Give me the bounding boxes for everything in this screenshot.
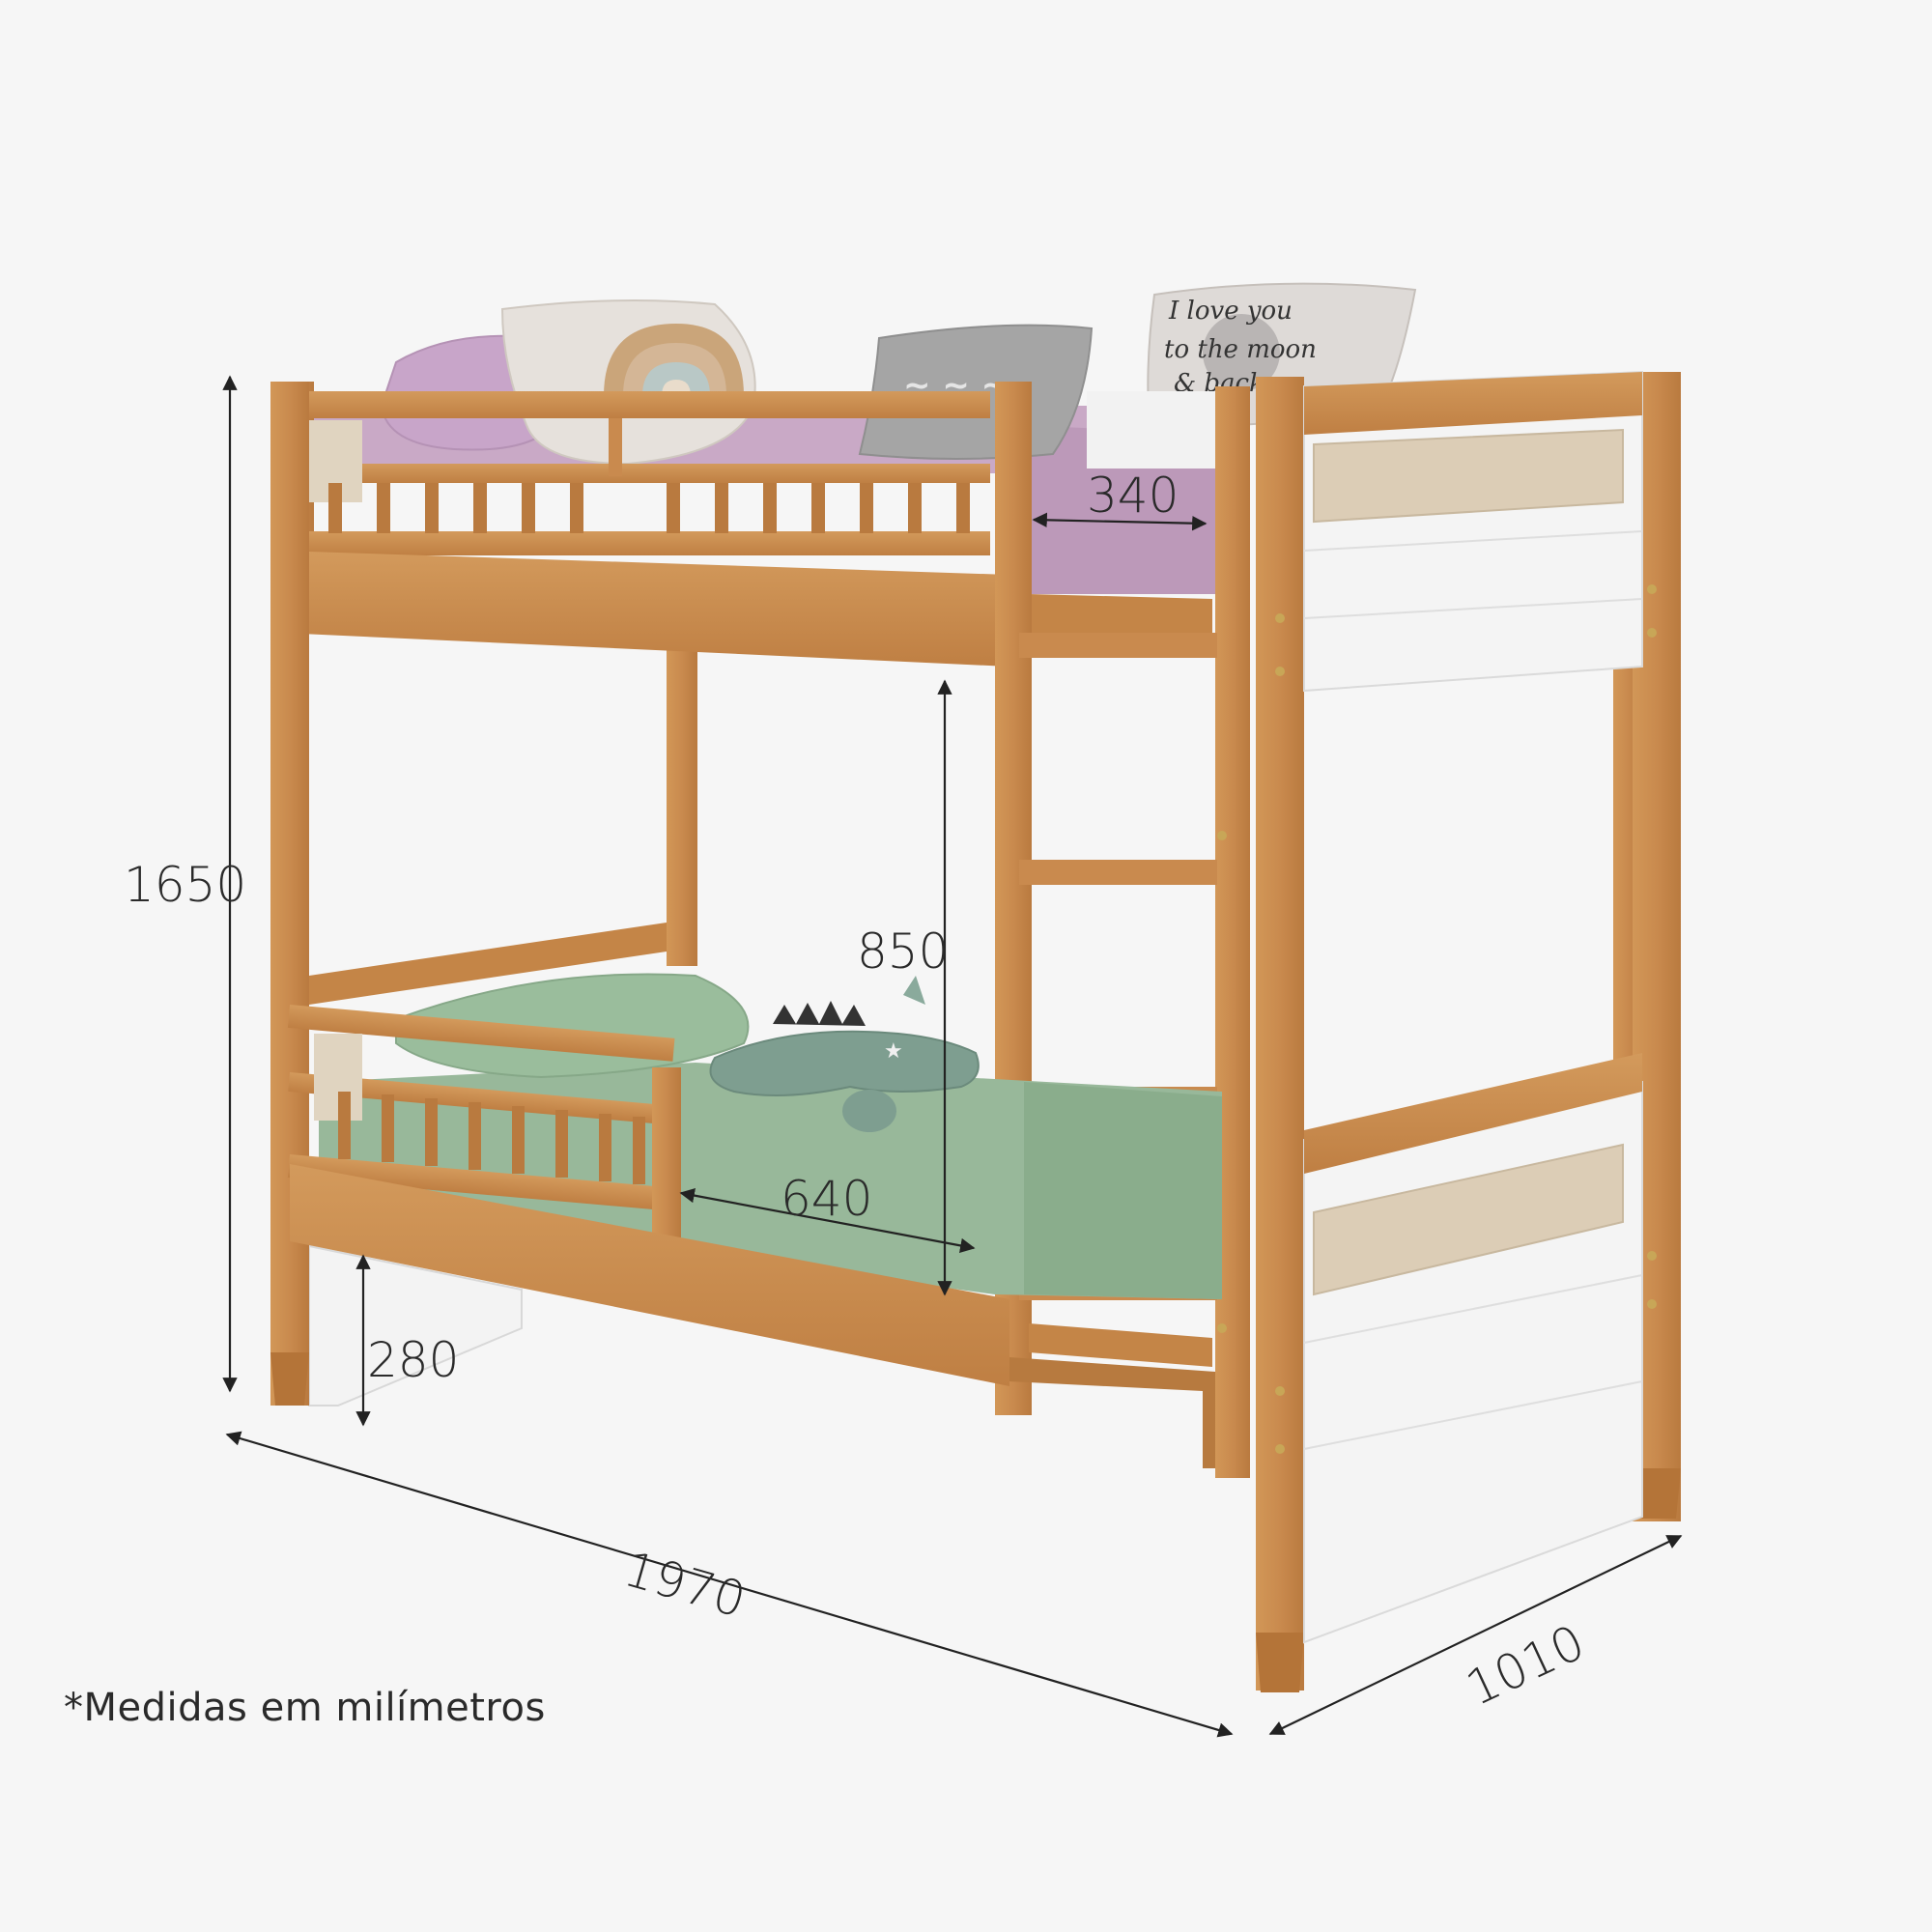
upper-side-beam xyxy=(280,551,1009,667)
width-label: 1010 xyxy=(1458,1614,1593,1717)
upper-linen-panel xyxy=(1313,428,1624,524)
front-post-left-foot xyxy=(270,1352,309,1406)
lower-linen-panel xyxy=(1313,1143,1624,1296)
rail-length-label: 640 xyxy=(781,1171,872,1227)
upper-end-beam xyxy=(1029,594,1212,642)
upper-guard-rail xyxy=(270,382,990,555)
width-dimension-line xyxy=(1268,1535,1683,1735)
plush-star-icon: ★ xyxy=(884,1039,903,1064)
upper-pillows: ~ ~ ~ I love you to the moon & back xyxy=(380,282,1417,466)
pillow-text-line1: I love you xyxy=(1168,297,1293,326)
back-post-left xyxy=(667,647,697,966)
mattress-width-dimension-line xyxy=(1032,512,1208,531)
pillow-text-line2: to the moon xyxy=(1164,335,1317,364)
bolts xyxy=(1217,584,1657,1454)
plush-dinosaur: ★ xyxy=(709,976,980,1132)
lower-back-rail xyxy=(309,923,667,1005)
height-label: 1650 xyxy=(124,857,246,913)
lower-bedding xyxy=(319,1063,1222,1299)
units-note: *Medidas em milímetros xyxy=(64,1686,546,1730)
lower-guard-rail xyxy=(287,1005,681,1241)
upper-rail-spindles xyxy=(328,483,970,533)
lower-bedding-shade xyxy=(1024,1082,1222,1299)
mattress-width-label: 340 xyxy=(1087,468,1179,524)
front-post-left xyxy=(270,382,309,1406)
lower-rail-spindles xyxy=(338,1092,645,1184)
lower-end-beam xyxy=(1029,1323,1212,1367)
rainbow-pillow xyxy=(604,324,744,396)
length-label: 1970 xyxy=(618,1541,752,1629)
clearance-label: 850 xyxy=(857,923,949,980)
lower-side-beam xyxy=(290,1164,1009,1386)
floor-clearance-label: 280 xyxy=(367,1332,459,1388)
dimension-lines xyxy=(222,375,1683,1738)
lower-end-beam-low xyxy=(1009,1357,1215,1468)
upper-back-white-panel xyxy=(1087,391,1227,469)
length-dimension-line xyxy=(225,1431,1234,1738)
end-panel xyxy=(1217,370,1681,1692)
rail-length-dimension-line xyxy=(679,1187,976,1254)
